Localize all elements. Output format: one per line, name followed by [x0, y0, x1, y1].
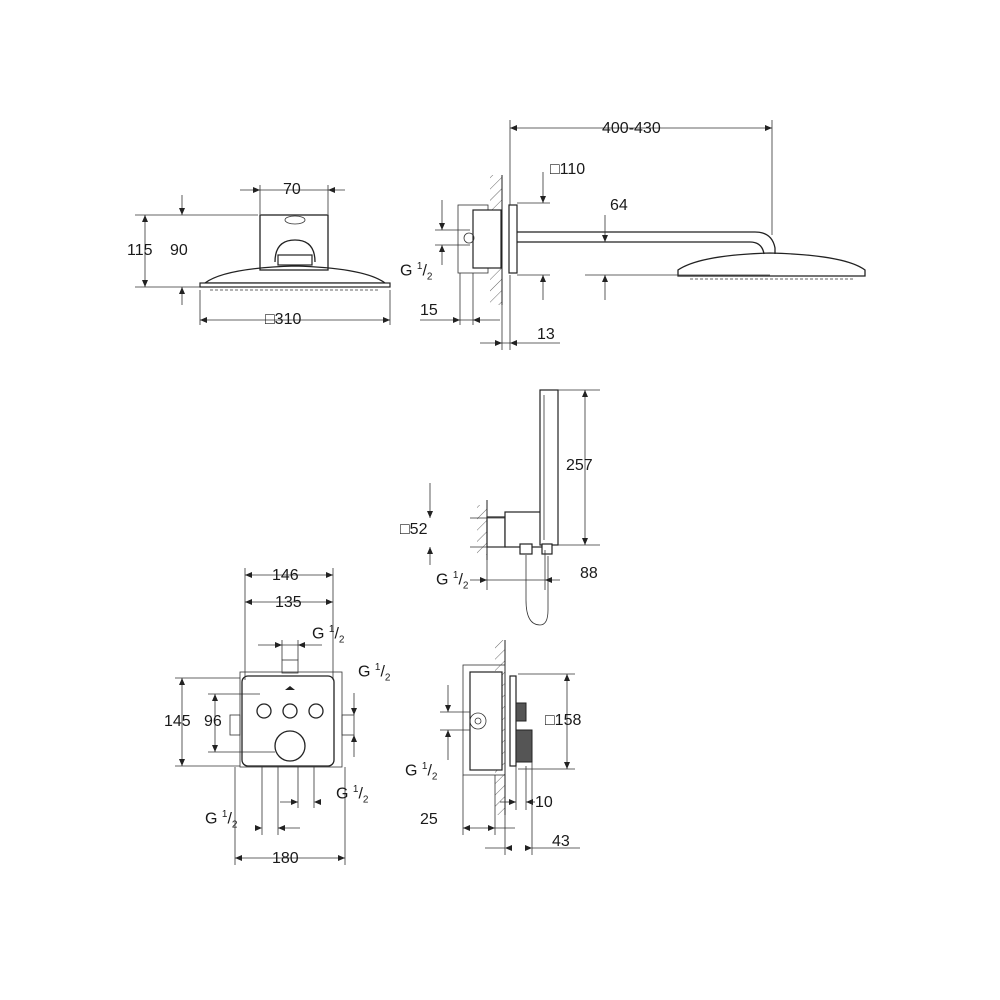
square-symbol: □ [265, 311, 275, 328]
button-3[interactable] [308, 703, 324, 719]
wall-outlet-holder [504, 511, 546, 548]
thread-g12-thermostat-side: G 1/2 [405, 761, 438, 783]
shower-plate [203, 265, 387, 284]
square-symbol: □ [545, 712, 555, 729]
cover-plate [241, 675, 335, 767]
dim-310: □310 [265, 311, 302, 328]
mounting-box [462, 664, 506, 776]
dim-180: 180 [272, 850, 299, 867]
dim-90: 90 [170, 242, 188, 259]
wall-rosette [508, 204, 518, 274]
shower-arm [517, 231, 776, 255]
wall-hatch [477, 505, 487, 555]
button-1[interactable] [256, 703, 272, 719]
thread-g12-bottom-right: G 1/2 [336, 784, 369, 806]
dim-158: □158 [545, 712, 582, 729]
hand-shower-view [427, 389, 600, 626]
cover-plate-side [509, 675, 517, 767]
dim-70: 70 [283, 181, 301, 198]
dim-88: 88 [580, 565, 598, 582]
thread-g12-top: G 1/2 [312, 624, 345, 646]
thread-g12-head: G 1/2 [400, 261, 433, 283]
thread-g12-hand: G 1/2 [436, 570, 469, 592]
dim-64: 64 [610, 197, 628, 214]
dim-25: 25 [420, 811, 438, 828]
dim-10: 10 [535, 794, 553, 811]
knob-side [515, 729, 533, 763]
button-2[interactable] [282, 703, 298, 719]
dim-135: 135 [275, 594, 302, 611]
dim-52: □52 [400, 521, 428, 538]
dim-43: 43 [552, 833, 570, 850]
shower-plate-side [677, 252, 866, 277]
hand-shower [539, 389, 559, 546]
dim-257: 257 [566, 457, 593, 474]
dim-110: □110 [550, 161, 586, 178]
thermostat-front-view [175, 568, 357, 865]
dim-145: 145 [164, 713, 191, 730]
thermostat-side-view [440, 640, 580, 855]
wall-bracket [259, 214, 329, 271]
joint [274, 239, 316, 263]
hose [525, 555, 549, 626]
head-shower-side-view [420, 120, 866, 350]
dim-96: 96 [204, 713, 222, 730]
square-symbol: □ [400, 521, 410, 538]
dim-146: 146 [272, 567, 299, 584]
dim-15: 15 [420, 302, 438, 319]
button-side [515, 702, 527, 722]
concealed-body [239, 671, 343, 768]
thread-g12-right: G 1/2 [358, 662, 391, 684]
dim-115: 115 [127, 242, 153, 259]
dim-400-430: 400-430 [602, 120, 661, 137]
thermostat-knob[interactable] [274, 730, 306, 762]
square-symbol: □ [550, 161, 560, 178]
head-shower-front-view [135, 185, 391, 325]
thread-g12-bottom-left: G 1/2 [205, 809, 238, 831]
dim-13: 13 [537, 326, 555, 343]
